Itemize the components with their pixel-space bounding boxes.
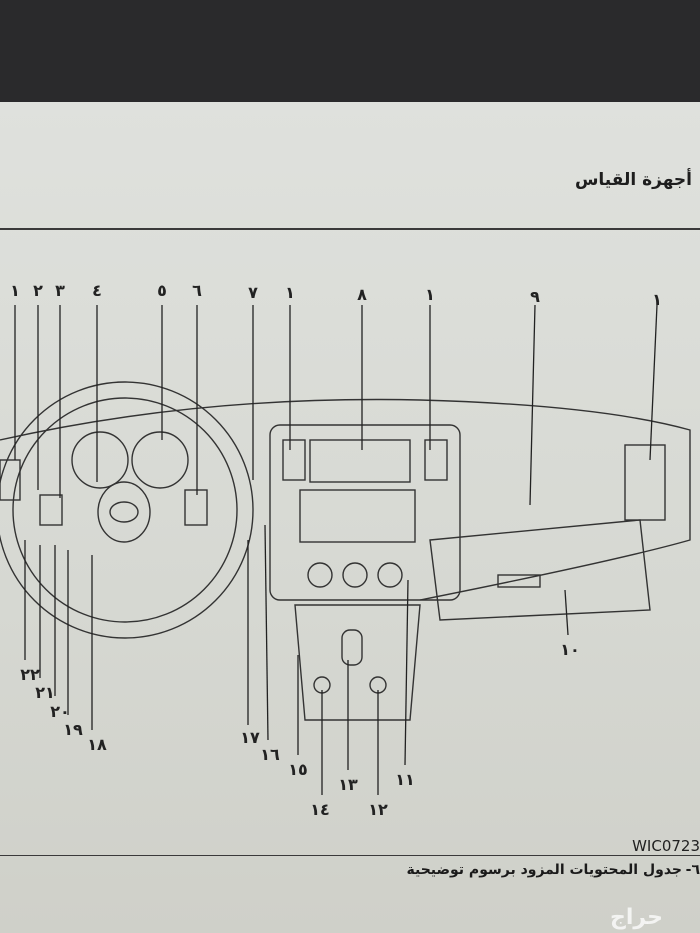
callout-top-7: ٧ [248, 283, 258, 302]
climate-knob-left [307, 562, 333, 588]
callout-bottom-15: ١٥ [288, 760, 308, 779]
callout-bottom-21: ٢١ [35, 683, 55, 702]
callout-top-1: ١ [10, 281, 20, 300]
header-divider [0, 228, 700, 230]
callout-bottom-19: ١٩ [63, 720, 83, 739]
callout-top-9: ٨ [357, 285, 367, 304]
callout-top-11: ٩ [530, 287, 540, 306]
callout-bottom-17: ١٧ [240, 728, 260, 747]
watermark: حراج [610, 905, 663, 930]
display-screen [309, 439, 411, 483]
right-controls [184, 489, 208, 526]
figure-code: WIC0723 [632, 837, 700, 855]
callout-bottom-18: ١٨ [87, 735, 107, 754]
left-vent [0, 459, 21, 501]
horn-pad [97, 481, 151, 543]
steering-wheel-inner [12, 397, 238, 623]
callout-top-6: ٦ [192, 281, 202, 300]
callout-bottom-16: ١٦ [260, 745, 280, 764]
right-vent [624, 444, 666, 521]
audio-unit [299, 489, 416, 543]
climate-knob-right [377, 562, 403, 588]
gear-knob [341, 629, 363, 666]
callout-bottom-22: ٢٢ [20, 665, 40, 684]
footer-divider [0, 855, 700, 856]
callout-top-12: ١ [652, 290, 662, 309]
center-left-vent [282, 439, 306, 481]
center-stack [269, 424, 461, 601]
callout-bottom-20: ٢٠ [50, 702, 70, 721]
center-right-vent [424, 439, 448, 481]
glovebox-handle [497, 574, 541, 588]
speedometer [131, 431, 189, 489]
callout-top-10: ١ [425, 285, 435, 304]
page-number: -٦ [685, 862, 700, 878]
left-controls [39, 494, 63, 526]
callout-bottom-13: ١٣ [338, 775, 358, 794]
steering-wheel [0, 381, 254, 639]
center-console [294, 604, 421, 721]
climate-knob-center [342, 562, 368, 588]
callout-bottom-14: ١٤ [310, 800, 330, 819]
tachometer [71, 431, 129, 489]
manual-page [0, 102, 700, 933]
callout-top-8: ١ [285, 283, 295, 302]
callout-top-4: ٤ [92, 281, 102, 300]
callout-bottom-10: ١٠ [560, 640, 580, 659]
glovebox [429, 519, 651, 621]
dashboard-outline [0, 398, 691, 601]
nissan-logo [109, 501, 139, 523]
callout-bottom-11: ١١ [395, 770, 415, 789]
callout-bottom-12: ١٢ [368, 800, 388, 819]
callout-top-2: ٢ [33, 281, 43, 300]
footer-caption: جدول المحتويات المزود برسوم توضيحية [406, 862, 682, 878]
callout-top-3: ٣ [55, 281, 65, 300]
page-header: أجهزة القياس [574, 170, 692, 190]
callout-top-5: ٥ [157, 281, 167, 300]
